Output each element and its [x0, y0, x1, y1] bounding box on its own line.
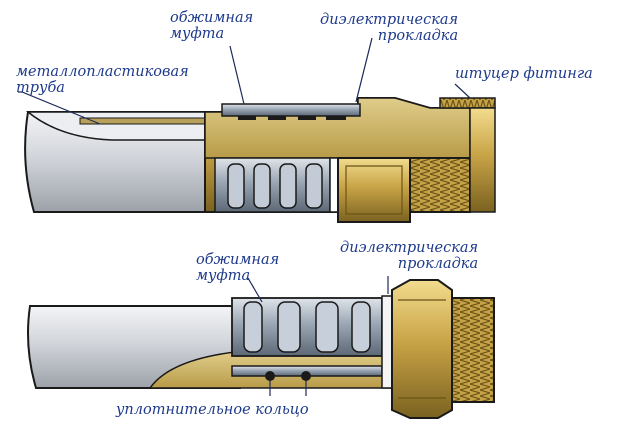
label-top-dielectric-gasket: диэлектрическая прокладка	[320, 12, 458, 44]
label-bottom-o-ring: уплотнительное кольцо	[116, 402, 309, 418]
label-top-crimp-sleeve: обжимная муфта	[170, 10, 253, 42]
bottom-o-ring-1	[265, 371, 275, 381]
label-top-pipe-line2: труба	[16, 80, 65, 96]
top-threaded-nipple	[409, 157, 471, 213]
top-crimp-sleeve-cut	[221, 103, 361, 117]
label-bottom-dielectric-gasket: диэлектрическая прокладка	[340, 240, 478, 272]
top-nipple-tip	[469, 107, 496, 213]
label-bottom-crimp-sleeve: обжимная муфта	[196, 252, 279, 284]
label-top-fitting-nipple-text: штуцер фитинга	[455, 66, 593, 82]
bottom-o-ring-2	[301, 371, 311, 381]
top-hex-nut	[337, 157, 411, 223]
label-top-dielectric-gasket-line1: диэлектрическая	[320, 12, 459, 28]
label-top-crimp-sleeve-line1: обжимная	[170, 10, 254, 26]
label-bottom-o-ring-text: уплотнительное кольцо	[116, 402, 309, 418]
bottom-crimp-ridges	[243, 301, 371, 353]
label-bottom-crimp-sleeve-line2: муфта	[196, 268, 251, 284]
leader-lines	[18, 37, 471, 396]
label-top-pipe: металлопластиковая труба	[16, 64, 189, 96]
label-top-crimp-sleeve-line2: муфта	[170, 26, 225, 42]
leader-top-nipple	[454, 83, 471, 99]
label-top-dielectric-gasket-line2: прокладка	[377, 28, 459, 44]
leader-bottom-crimp	[247, 277, 263, 303]
leader-top-pipe	[18, 91, 101, 125]
top-dielectric-gasket	[329, 157, 339, 213]
bottom-threaded-end	[451, 297, 495, 403]
leader-top-crimp	[229, 45, 245, 105]
top-nipple-thread-top	[439, 97, 496, 109]
label-bottom-dielectric-gasket-line2: прокладка	[397, 256, 479, 272]
bottom-hex-nut	[391, 279, 453, 419]
label-top-fitting-nipple: штуцер фитинга	[455, 66, 593, 82]
top-pipe-inner-wall	[79, 117, 216, 125]
top-crimp-ridges	[227, 163, 323, 209]
bottom-assembly	[27, 279, 495, 419]
leader-top-gasket	[355, 37, 373, 103]
bottom-dielectric-gasket	[381, 295, 393, 389]
label-bottom-dielectric-gasket-line1: диэлектрическая	[340, 240, 479, 256]
top-crimp-grooves	[238, 116, 346, 120]
label-bottom-crimp-sleeve-line1: обжимная	[196, 252, 280, 268]
label-top-pipe-line1: металлопластиковая	[16, 64, 189, 80]
top-assembly	[24, 97, 496, 223]
